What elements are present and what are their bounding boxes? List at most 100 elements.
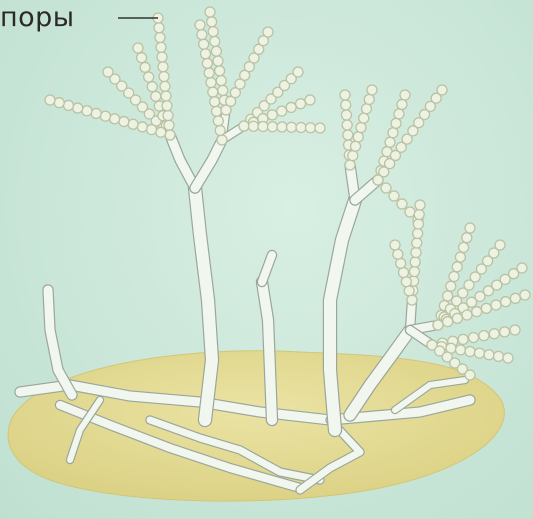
spore [212,106,222,116]
spore [293,67,303,77]
spore [400,90,410,100]
spore [503,353,513,363]
spore [249,121,259,131]
spore [501,297,511,307]
spore [201,49,211,59]
spore [267,110,277,120]
spore [520,290,530,300]
conidiophore-left-branch-a [170,135,195,188]
spore [100,111,110,121]
spore [110,114,120,124]
spore [469,333,479,343]
spore [159,72,169,82]
spore [211,46,221,56]
spore [128,119,138,129]
spore [465,347,475,357]
spore [359,113,369,123]
spore [356,123,366,133]
spore [410,257,420,267]
spore [458,334,468,344]
spore [216,76,226,86]
spore [443,291,453,301]
spore [163,111,173,121]
spore [161,91,171,101]
spore [154,23,164,33]
spore [411,248,421,258]
spores-label: поры [0,2,75,33]
spore [82,106,92,116]
spore [164,120,174,130]
spore [162,101,172,111]
spore [210,97,220,107]
spore [472,307,482,317]
spore [475,348,485,358]
spore [206,78,216,88]
spore [510,325,520,335]
spore [465,223,475,233]
spore [494,351,504,361]
spore [449,272,459,282]
spore [215,66,225,76]
spore [388,128,398,138]
spore [500,327,510,337]
spore [397,199,407,209]
spore [394,109,404,119]
spore [147,125,157,135]
spore [207,17,217,27]
spore-chain [373,85,447,185]
spore [452,262,462,272]
spore [510,293,520,303]
spore [213,116,223,126]
spore [305,95,315,105]
spore [296,99,306,109]
spore [63,100,73,110]
spore [277,106,287,116]
spore [199,39,209,49]
spore-chains-group [45,7,530,380]
spore [381,183,391,193]
spore [315,123,325,133]
spore [342,120,352,130]
spore [137,53,147,63]
spore [340,90,350,100]
spore [389,191,399,201]
spore [268,122,278,132]
spore [296,123,306,133]
spore [455,252,465,262]
spore [156,127,166,137]
spore [517,263,527,273]
spore [277,122,287,132]
spore [197,30,207,40]
spore [409,267,419,277]
spore [401,277,411,287]
spore [91,108,101,118]
spore [412,238,422,248]
spore [341,100,351,110]
spore [443,317,453,327]
spore [195,20,205,30]
spore [73,103,83,113]
spore [452,313,462,323]
spore [362,104,372,114]
spore [489,329,499,339]
spore [397,99,407,109]
spore [45,95,55,105]
spore [351,141,361,151]
spore [165,130,175,140]
spore [205,7,215,17]
spore [54,98,64,108]
spore [147,82,157,92]
spore [286,102,296,112]
spore [407,295,417,305]
spore [140,62,150,72]
spore [437,85,447,95]
spore [390,240,400,250]
spore [404,286,414,296]
spore [479,331,489,341]
spore [405,207,415,217]
spore [446,281,456,291]
spore [491,300,501,310]
spore [465,370,475,380]
